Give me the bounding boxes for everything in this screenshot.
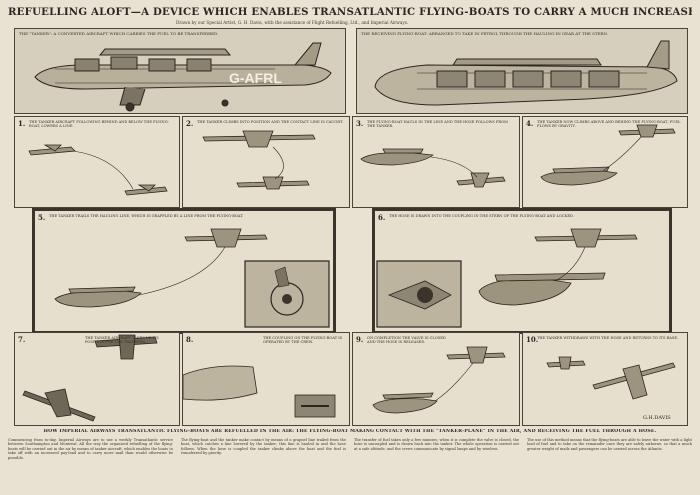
step-6-illustration xyxy=(376,228,638,328)
flying-boat-cutaway-panel: THE RECEIVING FLYING-BOAT: ARRANGED TO T… xyxy=(356,28,688,114)
article-column: The use of this method means that the fl… xyxy=(527,438,692,451)
step-panel-4: 4. THE TANKER NOW CLIMBS ABOVE AND BEHIN… xyxy=(522,116,688,208)
step-panel-3: 3. THE FLYING-BOAT HAULS IN THE LINE AND… xyxy=(352,116,520,208)
step-number: 8. xyxy=(186,335,194,344)
step-description: ON COMPLETION THE VALVE IS CLOSED AND TH… xyxy=(367,336,446,345)
article-text: Commencing from to-day, Imperial Airways… xyxy=(8,438,692,490)
step-number: 6. xyxy=(378,213,386,222)
step-1-illustration xyxy=(28,144,168,196)
article-column: The transfer of fuel takes only a few mi… xyxy=(354,438,519,451)
step-description: THE TANKER WITHDRAWS WITH THE HOSE AND R… xyxy=(537,336,679,340)
step-panel-9: 9. ON COMPLETION THE VALVE IS CLOSED AND… xyxy=(352,332,520,426)
tanker-registration: G-AFRL xyxy=(229,70,282,86)
step-description: THE TANKER CLIMBS INTO POSITION AND THE … xyxy=(197,120,344,124)
step-panel-6: 6. THE HOSE IS DRAWN INTO THE COUPLING I… xyxy=(372,208,672,334)
step-description: THE TANKER NOW CLIMBS ABOVE AND BEHIND T… xyxy=(537,120,681,129)
headline: REFUELLING ALOFT—A DEVICE WHICH ENABLES … xyxy=(8,6,692,18)
step-panel-5: 5. THE TANKER TRAILS THE HAULING LINE, W… xyxy=(32,208,336,334)
step-number: 10. xyxy=(526,335,539,344)
article-column: The flying-boat and the tanker make cont… xyxy=(181,438,346,456)
tanker-aircraft-illustration: G-AFRL xyxy=(34,42,332,112)
step-number: 7. xyxy=(18,335,26,344)
tanker-panel-title: THE "TANKER": A CONVERTED AIRCRAFT WHICH… xyxy=(19,31,219,36)
step-panel-8: 8. THE COUPLING ON THE FLYING-BOAT IS OP… xyxy=(182,332,350,426)
tanker-cutaway-panel: THE "TANKER": A CONVERTED AIRCRAFT WHICH… xyxy=(14,28,346,114)
step-3-illustration xyxy=(360,148,506,188)
step-number: 1. xyxy=(18,119,26,128)
artist-signature: G.H.DAVIS xyxy=(643,415,671,421)
step-9-illustration xyxy=(372,346,506,414)
step-description: THE HOSE IS DRAWN INTO THE COUPLING IN T… xyxy=(389,214,574,218)
artist-credit: Drawn by our Special Artist, G. H. Davis… xyxy=(176,20,409,25)
step-number: 2. xyxy=(186,119,194,128)
step-7-illustration xyxy=(22,334,158,422)
step-number: 9. xyxy=(356,335,364,344)
step-description: THE COUPLING ON THE FLYING-BOAT IS OPERA… xyxy=(263,336,343,345)
step-number: 5. xyxy=(38,213,46,222)
step-panel-7: 7. THE TANKER AIRCRAFT TAKES UP ITS POSI… xyxy=(14,332,180,426)
step-number: 4. xyxy=(526,119,534,128)
step-panel-1: 1. THE TANKER AIRCRAFT FOLLOWING BEHIND … xyxy=(14,116,180,208)
step-number: 3. xyxy=(356,119,364,128)
step-panel-10: 10. THE TANKER WITHDRAWS WITH THE HOSE A… xyxy=(522,332,688,426)
step-2-illustration xyxy=(202,130,316,190)
flying-boat-panel-title: THE RECEIVING FLYING-BOAT: ARRANGED TO T… xyxy=(361,31,609,36)
step-description: THE TANKER TRAILS THE HAULING LINE, WHIC… xyxy=(49,214,244,218)
step-description: THE TANKER AIRCRAFT TAKES UP ITS POSITIO… xyxy=(85,336,159,345)
step-description: THE TANKER AIRCRAFT FOLLOWING BEHIND AND… xyxy=(29,120,169,129)
flying-boat-illustration xyxy=(374,40,678,106)
step-4-illustration xyxy=(540,124,676,186)
step-panel-2: 2. THE TANKER CLIMBS INTO POSITION AND T… xyxy=(182,116,350,208)
step-10-illustration: G.H.DAVIS xyxy=(546,356,676,421)
step-description: THE FLYING-BOAT HAULS IN THE LINE AND TH… xyxy=(367,120,508,129)
step-8-illustration xyxy=(183,365,336,418)
step-5-illustration xyxy=(54,228,330,328)
article-column: Commencing from to-day, Imperial Airways… xyxy=(8,438,173,460)
main-caption: HOW IMPERIAL AIRWAYS TRANSATLANTIC FLYIN… xyxy=(43,429,657,434)
